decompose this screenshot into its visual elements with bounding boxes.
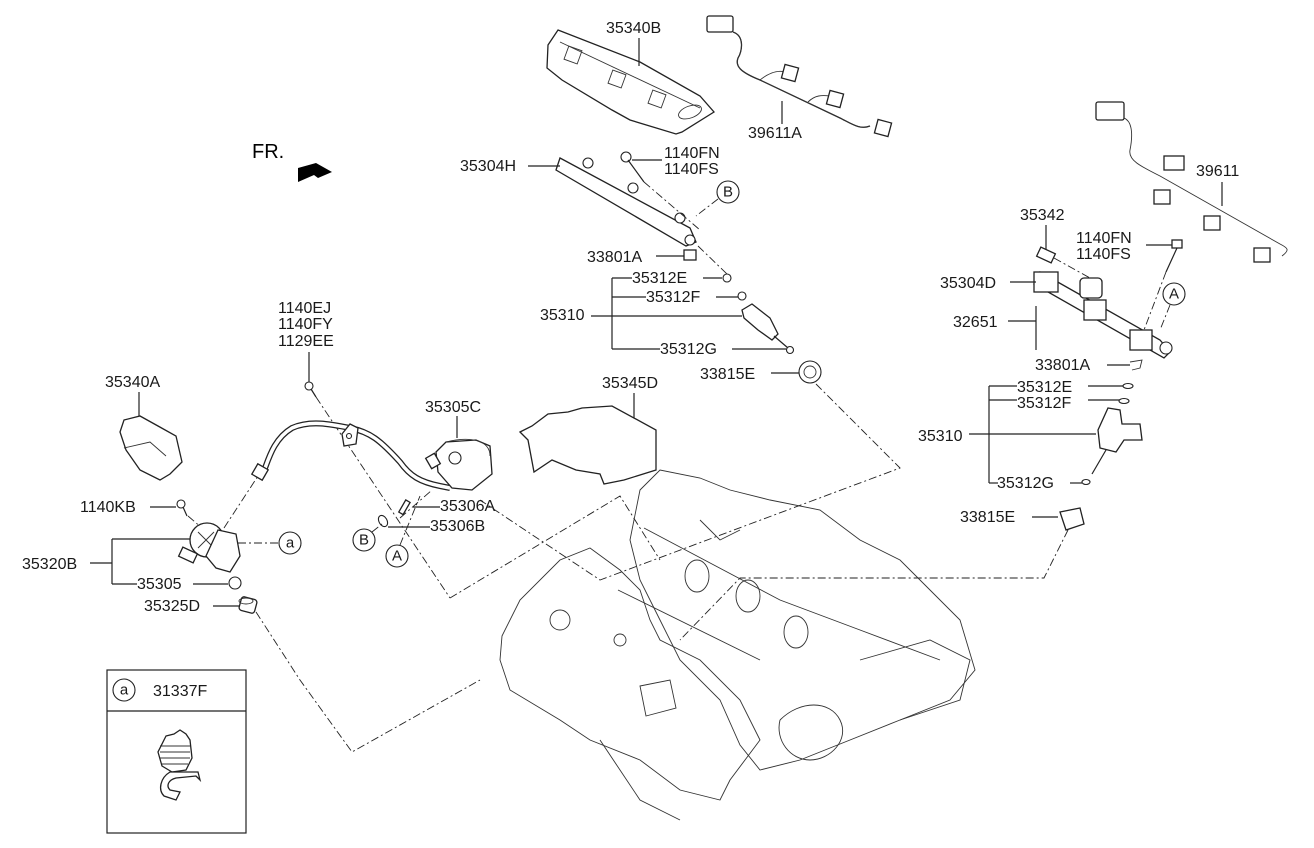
part-label-35304D: 35304D bbox=[940, 275, 996, 292]
holder-33815E-right-drawing bbox=[1059, 507, 1085, 531]
part-label-1140KB: 1140KB bbox=[80, 499, 136, 516]
pump-35320B-drawing bbox=[177, 522, 241, 573]
bolt-1140KB-drawing bbox=[176, 499, 188, 517]
part-label-35325D: 35325D bbox=[144, 598, 200, 615]
callout-a-main-label: a bbox=[286, 535, 295, 552]
part-label-35312G-right: 35312G bbox=[997, 475, 1054, 492]
oring-35306B-drawing bbox=[377, 514, 389, 528]
injector-35310-top-drawing bbox=[741, 303, 789, 349]
callout-B-left bbox=[352, 528, 376, 552]
bolt-1140FN-right-drawing bbox=[1165, 239, 1183, 273]
cover-35345D-drawing bbox=[518, 405, 657, 485]
part-label-1140FN-top: 1140FN bbox=[664, 145, 720, 162]
sleeve-35325D-drawing bbox=[238, 596, 258, 614]
part-label-35320B: 35320B bbox=[22, 556, 77, 573]
part-label-35312F-right: 35312F bbox=[1017, 395, 1071, 412]
harness-39611-drawing bbox=[1095, 101, 1288, 263]
inset-part-label-31337F: 31337F bbox=[153, 683, 207, 700]
injector-35310-right-drawing bbox=[1091, 407, 1143, 475]
part-label-35340A: 35340A bbox=[105, 374, 160, 391]
front-direction-label: FR. bbox=[252, 141, 284, 163]
part-label-33815E-right: 33815E bbox=[960, 509, 1015, 526]
seal-35312E-top bbox=[722, 273, 732, 283]
inset-box: a 31337F bbox=[106, 669, 247, 834]
harness-39611A-drawing bbox=[706, 15, 893, 138]
part-label-35340B: 35340B bbox=[606, 20, 661, 37]
inset-callout-a bbox=[112, 678, 136, 702]
pressure-fitting-35305C-drawing bbox=[424, 438, 493, 491]
part-label-39611: 39611 bbox=[1196, 163, 1239, 180]
part-label-33801A-top: 33801A bbox=[587, 249, 642, 266]
part-label-1140FS-right: 1140FS bbox=[1076, 246, 1131, 263]
callout-A-left bbox=[385, 544, 409, 568]
callout-a-main bbox=[278, 531, 302, 555]
part-label-1140FN-right: 1140FN bbox=[1076, 230, 1132, 247]
cover-35340B-drawing bbox=[546, 29, 715, 135]
bolt-1140FN-top-drawing bbox=[620, 151, 645, 183]
clip-33801A-right-drawing bbox=[1129, 359, 1143, 371]
part-label-35305C: 35305C bbox=[425, 399, 481, 416]
seal-35312E-right bbox=[1122, 382, 1134, 390]
engine-block-drawing bbox=[499, 469, 976, 821]
callout-B-top-label: B bbox=[723, 184, 733, 201]
callout-A-right-label: A bbox=[1169, 286, 1179, 303]
part-label-33815E-top: 33815E bbox=[700, 366, 755, 383]
fuel-rail-35304D-drawing bbox=[1033, 271, 1173, 359]
oring-35312G-top bbox=[785, 345, 795, 355]
callout-B-top bbox=[716, 180, 740, 204]
part-label-1140FY: 1140FY bbox=[278, 316, 333, 333]
oring-35312F-top bbox=[737, 291, 747, 301]
part-label-35345D: 35345D bbox=[602, 375, 658, 392]
seal-35306A-drawing bbox=[397, 499, 411, 516]
bolt-1140EJ-drawing bbox=[304, 381, 317, 398]
part-label-35312F-top: 35312F bbox=[646, 289, 700, 306]
part-label-32651: 32651 bbox=[953, 314, 998, 331]
oring-35305-drawing bbox=[228, 576, 242, 590]
part-label-35310-right: 35310 bbox=[918, 428, 963, 445]
part-label-35304H: 35304H bbox=[460, 158, 516, 175]
oring-35312G-right bbox=[1081, 478, 1091, 486]
part-label-33801A-right: 33801A bbox=[1035, 357, 1090, 374]
inset-callout-a-label: a bbox=[120, 682, 129, 699]
part-label-35342: 35342 bbox=[1020, 207, 1065, 224]
fuel-rail-35304H-drawing bbox=[555, 157, 697, 247]
fuel-line-drawing bbox=[250, 420, 451, 491]
front-arrow-icon bbox=[298, 163, 332, 182]
part-label-35312E-top: 35312E bbox=[632, 270, 687, 287]
clip-33801A-top-drawing bbox=[683, 249, 697, 261]
callout-A-right bbox=[1162, 282, 1186, 306]
part-label-35306A: 35306A bbox=[440, 498, 495, 515]
part-label-35312G-top: 35312G bbox=[660, 341, 717, 358]
part-label-35306B: 35306B bbox=[430, 518, 485, 535]
oring-35312F-right bbox=[1118, 397, 1130, 405]
part-label-39611A: 39611A bbox=[748, 125, 802, 142]
clip-31337F-drawing bbox=[157, 729, 202, 801]
part-label-35305: 35305 bbox=[137, 576, 182, 593]
part-label-35310-top: 35310 bbox=[540, 307, 585, 324]
holder-33815E-top-drawing bbox=[798, 360, 822, 384]
part-label-1140EJ: 1140EJ bbox=[278, 300, 331, 317]
part-label-1140FS-top: 1140FS bbox=[664, 161, 719, 178]
sensor-35342-drawing bbox=[1035, 246, 1057, 264]
part-label-1129EE: 1129EE bbox=[278, 333, 334, 350]
callout-A-left-label: A bbox=[392, 548, 402, 565]
pump-cover-35340A-drawing bbox=[119, 415, 183, 481]
part-label-35312E-right: 35312E bbox=[1017, 379, 1072, 396]
callout-B-left-label: B bbox=[359, 532, 369, 549]
